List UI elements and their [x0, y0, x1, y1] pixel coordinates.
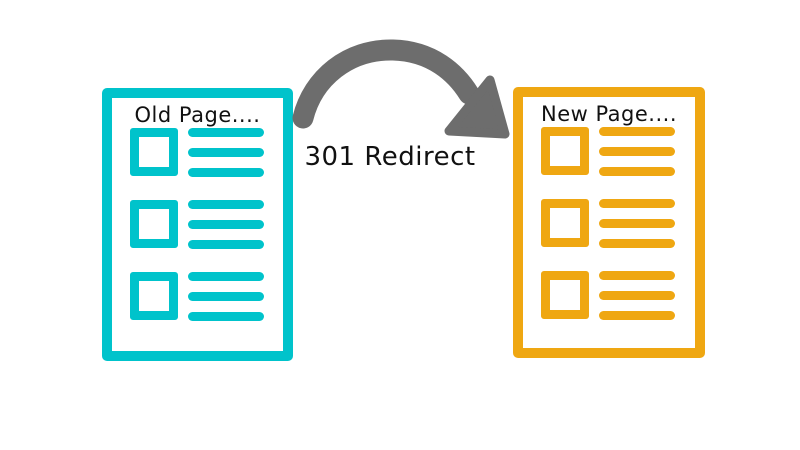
text-lines-group: [188, 200, 264, 249]
text-line-placeholder: [188, 240, 264, 249]
text-lines-group: [188, 128, 264, 177]
text-line-placeholder: [599, 239, 675, 248]
text-line-placeholder: [599, 291, 675, 300]
text-line-placeholder: [188, 128, 264, 137]
arrow-head: [444, 75, 510, 139]
text-line-placeholder: [599, 147, 675, 156]
text-line-placeholder: [599, 167, 675, 176]
text-line-placeholder: [188, 272, 264, 281]
text-lines-group: [599, 271, 675, 320]
image-placeholder-icon: [541, 199, 589, 247]
redirect-arrow-icon: [292, 39, 510, 139]
text-line-placeholder: [188, 312, 264, 321]
text-line-placeholder: [599, 219, 675, 228]
text-line-placeholder: [188, 200, 264, 209]
text-line-placeholder: [599, 311, 675, 320]
content-row: [523, 199, 695, 248]
arrow-shaft: [292, 39, 480, 129]
text-line-placeholder: [599, 271, 675, 280]
content-row: [112, 128, 283, 177]
content-row: [523, 271, 695, 320]
text-line-placeholder: [599, 127, 675, 136]
text-lines-group: [599, 127, 675, 176]
text-line-placeholder: [188, 292, 264, 301]
image-placeholder-icon: [130, 200, 178, 248]
old-page-card: Old Page....: [102, 88, 293, 361]
redirect-label: 301 Redirect: [304, 142, 476, 172]
content-row: [112, 200, 283, 249]
text-lines-group: [188, 272, 264, 321]
image-placeholder-icon: [541, 271, 589, 319]
old-page-title: Old Page....: [134, 103, 261, 127]
content-row: [523, 127, 695, 176]
image-placeholder-icon: [130, 128, 178, 176]
text-line-placeholder: [188, 220, 264, 229]
content-row: [112, 272, 283, 321]
text-line-placeholder: [599, 199, 675, 208]
image-placeholder-icon: [541, 127, 589, 175]
text-lines-group: [599, 199, 675, 248]
image-placeholder-icon: [130, 272, 178, 320]
text-line-placeholder: [188, 148, 264, 157]
new-page-card: New Page....: [513, 87, 705, 358]
text-line-placeholder: [188, 168, 264, 177]
new-page-title: New Page....: [540, 102, 678, 126]
